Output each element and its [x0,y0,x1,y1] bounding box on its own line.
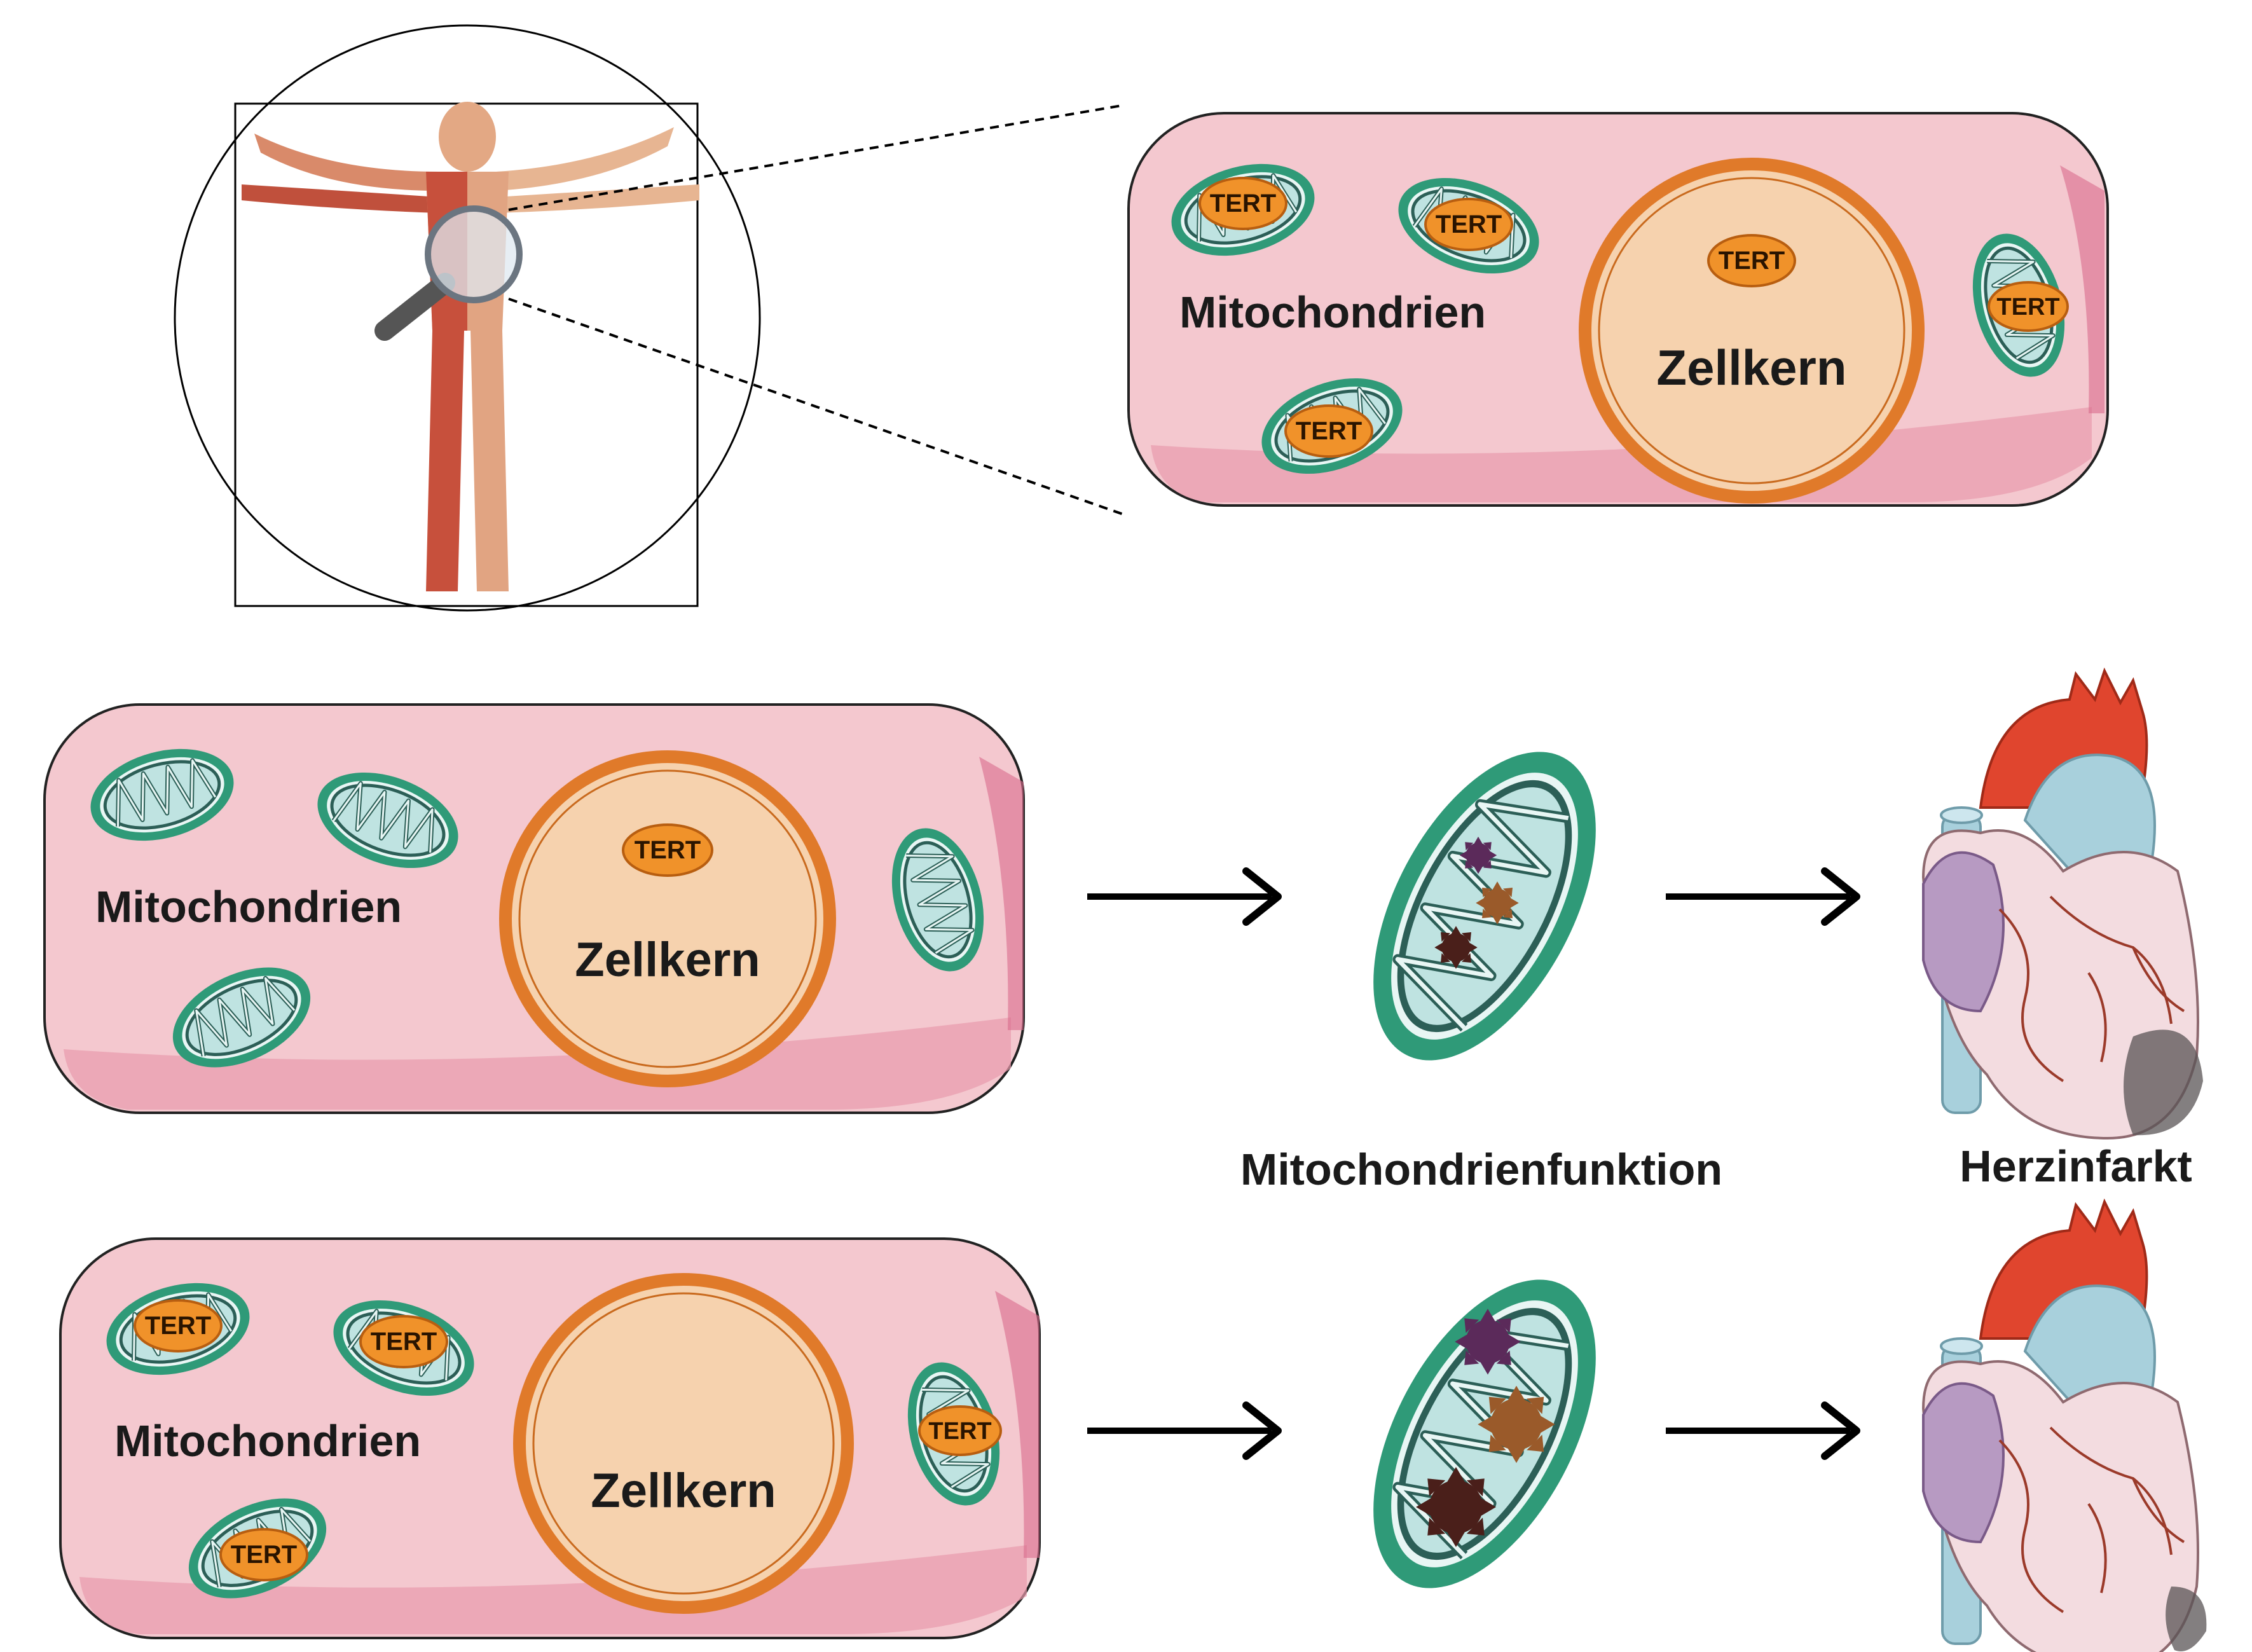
svg-text:TERT: TERT [1210,189,1276,217]
tert-badge-bottom-1: TERT [134,1299,223,1353]
svg-text:TERT: TERT [1296,417,1362,445]
tert-badge-top-1: TERT [1198,177,1287,230]
right-arrow-icon [1666,871,1857,922]
right-arrow-icon [1666,1405,1857,1456]
tert-badge-bottom-2: TERT [359,1315,448,1368]
svg-text:TERT: TERT [1719,247,1785,275]
tert-badge-top-5: TERT [1284,404,1373,458]
label-nucleus-middle: Zellkern [575,933,760,987]
label-nucleus-bottom: Zellkern [591,1464,776,1518]
zoom-line-bottom [508,298,1126,516]
tert-badge-middle: TERT [622,823,713,877]
nucleus-middle [499,750,836,1087]
magnifying-glass-icon [374,205,523,341]
zoom-line-top [508,104,1126,211]
tert-badge-bottom-4: TERT [219,1528,308,1581]
label-heart-attack: Herzinfarkt [1960,1141,2192,1191]
tert-badge-top-4: TERT [1988,281,2069,332]
human-anatomy-figure [174,24,761,612]
svg-text:TERT: TERT [231,1541,297,1569]
tert-badge-top-3: TERT [1707,234,1796,287]
label-mitochondria-top: Mitochondrien [1179,287,1486,337]
tert-badge-top-2: TERT [1424,198,1513,251]
svg-text:TERT: TERT [145,1312,211,1340]
nucleus-top [1579,158,1925,504]
svg-text:TERT: TERT [1996,294,2059,320]
mitochondrion-large-bottom [1328,1244,1642,1624]
label-nucleus-top: Zellkern [1656,340,1846,396]
svg-text:TERT: TERT [928,1418,991,1445]
nucleus-bottom [513,1273,854,1614]
svg-text:TERT: TERT [635,836,701,864]
heart-icon [1922,1201,2207,1652]
svg-text:TERT: TERT [1436,210,1502,238]
heart-icon [1922,670,2203,1139]
svg-text:TERT: TERT [371,1328,437,1356]
label-mitochondria-bottom: Mitochondrien [114,1416,421,1466]
right-arrow-icon [1087,1405,1278,1456]
tert-badge-bottom-3: TERT [918,1405,1002,1456]
label-mitochondria-middle: Mitochondrien [95,882,402,932]
right-arrow-icon [1087,871,1278,922]
label-mitochondrial-function: Mitochondrienfunktion [1240,1145,1722,1194]
